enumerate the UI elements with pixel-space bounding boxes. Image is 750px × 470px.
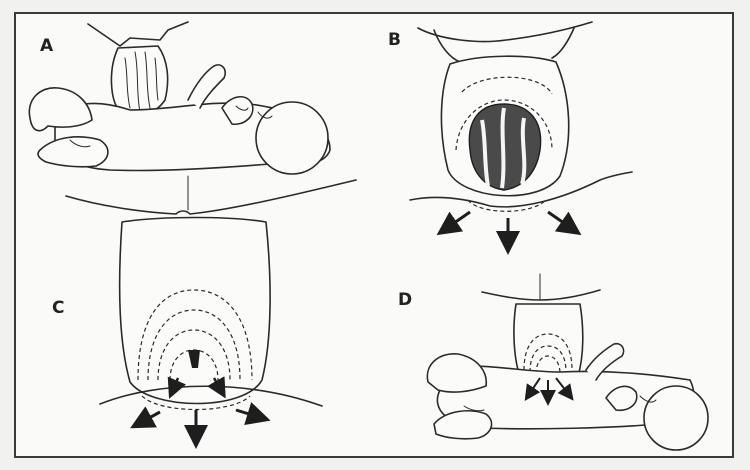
panel-b-drawing: [410, 22, 632, 246]
panel-c-drawing: [66, 176, 356, 440]
panel-a-drawing: [29, 22, 330, 174]
panel-d-drawing: [427, 274, 708, 450]
